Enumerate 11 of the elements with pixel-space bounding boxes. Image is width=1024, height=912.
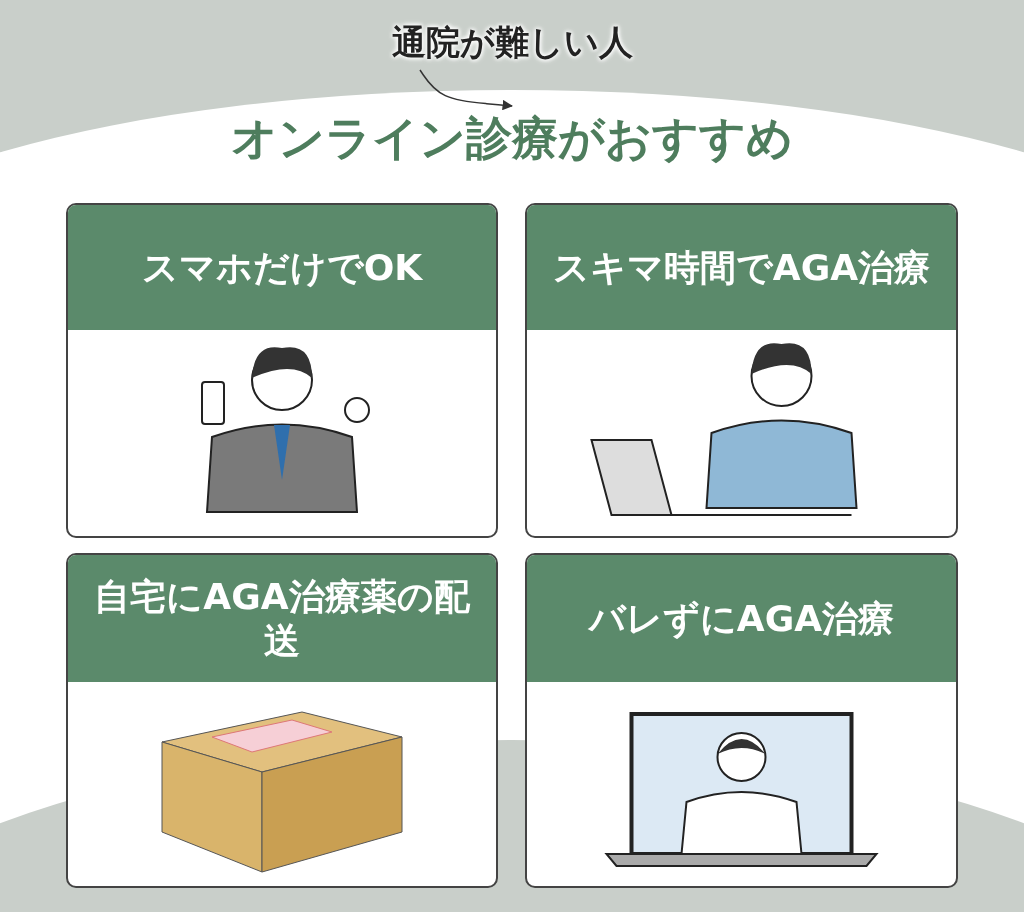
feature-card (66, 203, 498, 538)
card-title: 自宅にAGA治療薬の配送 (93, 575, 471, 662)
feature-card (525, 553, 958, 888)
subtitle-text: 通院が難しい人 (391, 21, 633, 64)
curved-arrow (419, 69, 514, 111)
title-text: オンライン診療がおすすめ (231, 110, 793, 167)
card-title: バレずにAGA治療 (587, 596, 896, 641)
feature-card (525, 203, 958, 538)
card-title: スマホだけでOK (140, 245, 424, 290)
card-title: スキマ時間でAGA治療 (551, 245, 932, 290)
feature-card (66, 553, 498, 888)
